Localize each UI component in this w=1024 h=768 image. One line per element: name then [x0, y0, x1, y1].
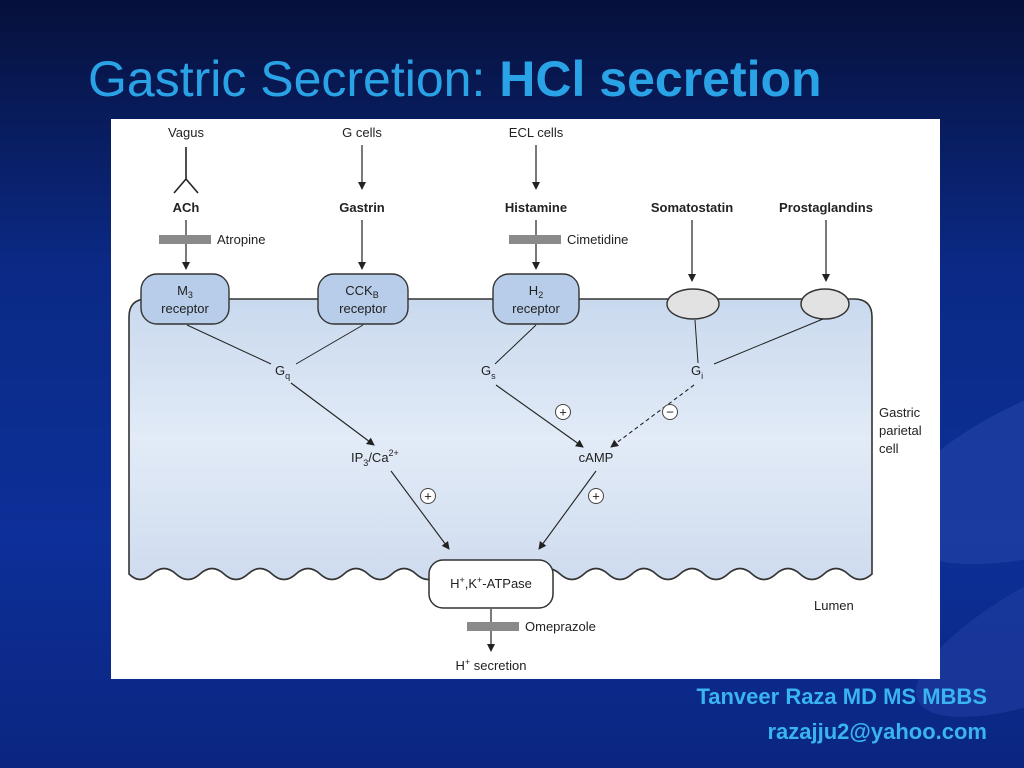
slide-title: Gastric Secretion: HCl secretion [88, 50, 822, 108]
gs-stimulatory-badge [555, 404, 571, 420]
camp-stimulatory-badge [588, 488, 604, 504]
h2-to-gs-line [494, 324, 537, 365]
vagus-nerve-ending [173, 147, 199, 194]
m3-to-gq-line [186, 324, 272, 365]
ach-label: ACh [173, 200, 200, 215]
camp-plus-sign: + [592, 489, 600, 504]
cell-label-line3: cell [879, 441, 899, 456]
gi-minus-sign: − [666, 405, 674, 420]
parietal-cell-membrane [128, 298, 873, 581]
lumen-label: Lumen [814, 598, 854, 613]
diagram-figure: Vagus G cells ECL cells ACh Gastrin Hist… [111, 119, 940, 679]
h2-receptor [492, 273, 580, 325]
somatostatin-label: Somatostatin [651, 200, 733, 215]
h2-receptor-word: receptor [512, 301, 560, 316]
proton-pump-label: H+,K+-ATPase [450, 575, 532, 591]
m3-receptor-word: receptor [161, 301, 209, 316]
m3-receptor [140, 273, 230, 325]
m3-receptor-name: M3 [177, 283, 193, 300]
vagus-label: Vagus [168, 125, 204, 140]
gastrin-label: Gastrin [339, 200, 385, 215]
cimetidine-block-bar [509, 235, 561, 244]
atropine-label: Atropine [217, 232, 265, 247]
author-name: Tanveer Raza MD MS MBBS [696, 684, 987, 709]
gi-to-camp-arrow [610, 384, 695, 448]
ip3-plus-sign: + [424, 489, 432, 504]
cell-label-line1: Gastric [879, 405, 921, 420]
cell-label-line2: parietal [879, 423, 922, 438]
cckb-receptor-word: receptor [339, 301, 387, 316]
proton-pump-box [428, 559, 554, 609]
omeprazole-block-bar [467, 622, 519, 631]
gq-label: Gq [275, 363, 290, 381]
gi-label: Gi [691, 363, 703, 381]
ip3-to-pump-arrow [390, 470, 450, 550]
title-regular: Gastric Secretion: [88, 51, 500, 107]
ip3-stimulatory-badge [420, 488, 436, 504]
prostaglandins-label: Prostaglandins [779, 200, 873, 215]
cimetidine-label: Cimetidine [567, 232, 628, 247]
sst-to-gi-line [694, 319, 699, 364]
camp-label: cAMP [579, 450, 614, 465]
gs-label: Gs [481, 363, 496, 381]
camp-to-pump-arrow [538, 470, 597, 550]
gs-plus-sign: + [559, 405, 567, 420]
gi-inhibitory-badge [662, 404, 678, 420]
atropine-block-bar [159, 235, 211, 244]
gq-to-ip3-arrow [290, 382, 375, 446]
g-cells-label: G cells [342, 125, 382, 140]
histamine-label: Histamine [505, 200, 567, 215]
h2-receptor-name: H2 [529, 283, 543, 300]
cckb-receptor-name: CCKB [345, 283, 378, 300]
gs-to-camp-arrow [495, 384, 584, 448]
ip3-ca-label: IP3/Ca2+ [351, 448, 399, 468]
somatostatin-receptor [666, 288, 720, 320]
omeprazole-label: Omeprazole [525, 619, 596, 634]
prostaglandin-receptor [800, 288, 850, 320]
title-bold: HCl secretion [499, 51, 822, 107]
cckb-to-gq-line [295, 324, 364, 365]
pg-to-gi-line [713, 318, 824, 365]
ecl-cells-label: ECL cells [509, 125, 564, 140]
hcl-secretion-diagram: Vagus G cells ECL cells ACh Gastrin Hist… [128, 125, 922, 673]
author-email: razajju2@yahoo.com [767, 719, 987, 744]
cckb-receptor [317, 273, 409, 325]
h-secretion-label: H+ secretion [455, 657, 526, 673]
